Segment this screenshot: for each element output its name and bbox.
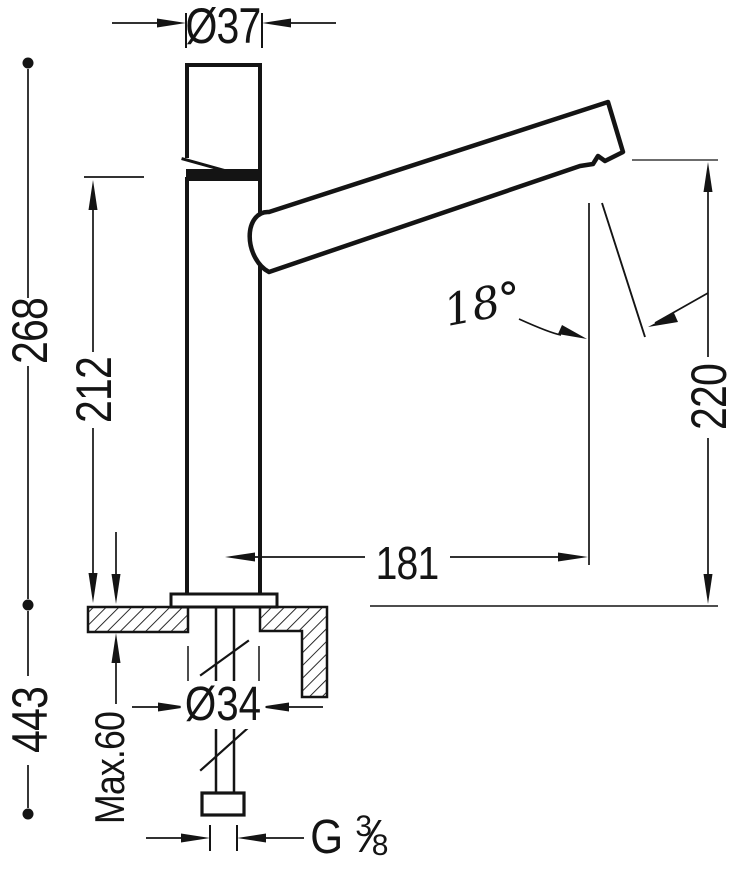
dim-spout-reach-line xyxy=(225,552,588,562)
pipe-break-mark-lower xyxy=(199,725,251,772)
thread-prefix: G xyxy=(310,811,344,864)
dim-thread-line xyxy=(146,825,304,851)
dim-overall-height-line xyxy=(22,57,34,611)
dim-label-thread: G 3 ⁄ 8 xyxy=(308,810,389,864)
thread-numerator: 3 xyxy=(355,810,373,843)
dim-label-body-height: 212 xyxy=(66,357,122,423)
faucet-outline xyxy=(86,63,626,817)
dim-label-below-counter: 443 xyxy=(2,687,58,753)
spout-outline xyxy=(247,99,626,275)
handle-outline xyxy=(185,63,262,171)
connection-nut xyxy=(200,791,246,817)
dim-label-spout-reach: 181 xyxy=(375,537,440,589)
dim-label-outlet-height: 220 xyxy=(681,364,737,430)
dim-label-spout-diameter: Ø37 xyxy=(185,0,261,54)
dim-below-counter-line xyxy=(22,611,34,820)
thread-slash: ⁄ xyxy=(368,810,376,862)
base-flange xyxy=(169,592,279,609)
dim-max-thickness-line xyxy=(111,532,121,704)
countertop-left-section xyxy=(86,605,190,634)
thread-denominator: 8 xyxy=(371,829,389,862)
dim-body-height-line xyxy=(84,176,144,603)
countertop-right-section xyxy=(258,605,329,699)
handle-collar xyxy=(186,169,262,177)
dim-angle-annotation xyxy=(518,202,709,565)
dim-label-max-thickness: Max.60 xyxy=(86,712,133,824)
dim-label-hole-diameter: Ø34 xyxy=(180,681,266,729)
pipe-break-mark-upper xyxy=(199,639,250,677)
thread-fraction: 3 ⁄ 8 xyxy=(355,810,389,862)
body-outline xyxy=(185,177,262,598)
dim-label-overall-height: 268 xyxy=(2,298,58,364)
dim-spout-diameter-line xyxy=(112,13,336,48)
dim-outlet-height-line xyxy=(632,159,718,604)
